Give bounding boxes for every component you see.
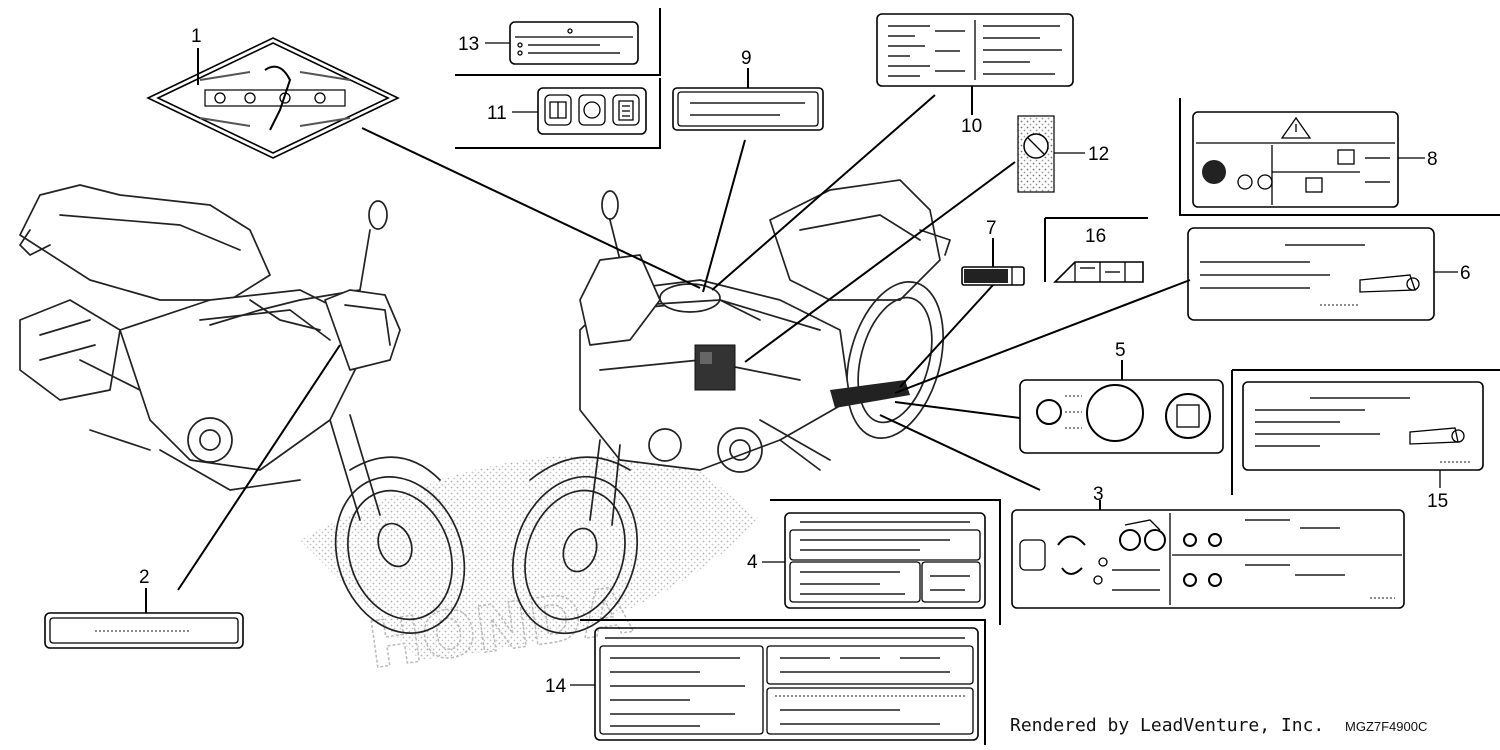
callout-2: 2 — [139, 567, 150, 588]
warning-triangle-icon — [1280, 116, 1312, 139]
label-14 — [594, 627, 979, 741]
motorcycle-right — [511, 179, 951, 635]
tire-pressure-gauge-icon — [1086, 384, 1144, 442]
callout-4: 4 — [747, 552, 758, 573]
label-4 — [784, 512, 986, 609]
motorcycle-left — [19, 184, 466, 634]
label-15 — [1242, 381, 1484, 471]
callout-11: 11 — [487, 103, 507, 124]
leader-lines — [145, 42, 1458, 686]
label-9 — [672, 87, 824, 131]
diagram-code: MGZ7F4900C — [1345, 719, 1427, 734]
manual-icon — [549, 101, 567, 119]
callout-13: 13 — [458, 34, 479, 55]
callout-10: 10 — [961, 116, 982, 137]
callout-12: 12 — [1088, 144, 1109, 165]
callout-5: 5 — [1115, 340, 1126, 361]
callout-6: 6 — [1460, 263, 1471, 284]
label-6 — [1187, 227, 1435, 321]
document-icon — [618, 100, 634, 121]
label-11 — [537, 87, 647, 135]
label-8 — [1192, 111, 1399, 208]
label-13 — [509, 21, 639, 65]
manual-icon-5 — [1176, 404, 1200, 428]
label-5 — [1019, 379, 1224, 454]
label-16 — [1053, 261, 1144, 283]
label-1-emblem — [146, 37, 400, 159]
rendered-by-credit: Rendered by LeadVenture, Inc. — [1010, 715, 1324, 736]
callout-16: 16 — [1085, 226, 1106, 247]
label-10 — [876, 13, 1074, 87]
callout-7: 7 — [986, 218, 997, 239]
wrench-icon — [583, 101, 601, 119]
label-2 — [44, 612, 244, 649]
callout-9: 9 — [741, 48, 752, 69]
callout-1: 1 — [191, 26, 202, 47]
label-3 — [1011, 509, 1405, 609]
callout-15: 15 — [1427, 491, 1448, 512]
callout-8: 8 — [1427, 149, 1438, 170]
ground-shadow — [300, 455, 760, 660]
callout-3: 3 — [1093, 484, 1104, 505]
callout-14: 14 — [545, 676, 567, 697]
